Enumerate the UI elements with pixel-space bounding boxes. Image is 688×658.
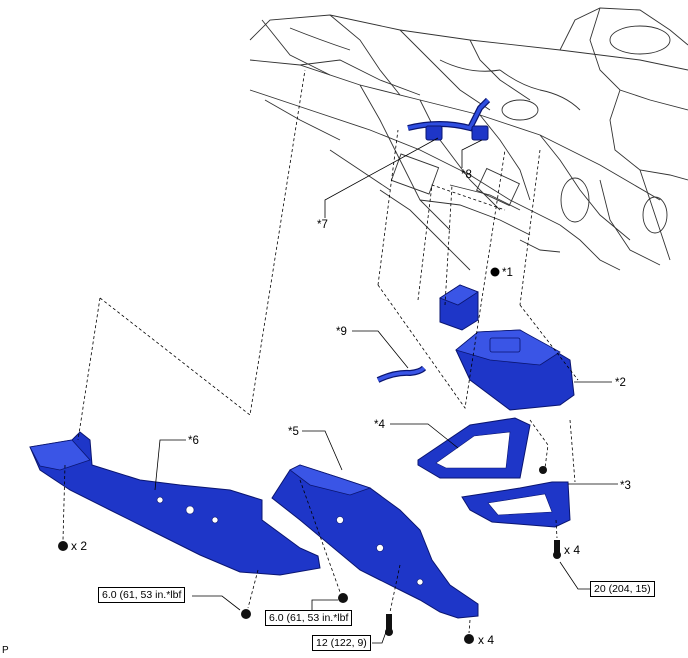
pipe-assembly [407,97,491,141]
callout-9: *9 [336,326,347,338]
quantity-bottom-clips: x 4 [478,633,494,647]
quantity-left-clips: x 2 [71,539,87,553]
torque-spec-box: 6.0 (61, 53 in.*lbf [265,610,353,626]
pipe-fitting-left [425,125,443,141]
bolt-icon [539,466,547,474]
control-module-part [439,284,479,331]
clip-icon [58,541,68,551]
quantity-right-bolts: x 4 [564,543,580,557]
clip-icon [464,634,474,644]
undercover-part-center [271,464,479,619]
callout-5: *5 [288,426,299,438]
undercover-part-left [29,431,321,576]
torque-spec-box: 6.0 (61, 53 in.*lbf [98,587,186,603]
bolt-icon [554,540,560,554]
corner-label: P [2,645,9,656]
hose-part [376,365,427,383]
bolt-icon [386,614,392,632]
pipe-fitting-right [471,125,489,141]
callout-8: *8 [461,169,472,181]
callout-4: *4 [374,419,385,431]
non-reusable-part-icon [490,267,500,277]
leader-lines [154,137,618,644]
callout-7: *7 [317,219,328,231]
callout-6: *6 [188,435,199,447]
nut-icon [241,609,251,619]
assembly-guide-lines [62,69,579,634]
callout-2: *2 [615,377,626,389]
callout-1: *1 [502,267,513,279]
torque-spec-box: 20 (204, 15) [590,581,655,597]
nut-icon [338,593,348,603]
bracket-part [417,417,531,479]
fasteners [58,267,561,644]
callout-3: *3 [620,480,631,492]
bracket-part-lower [461,481,571,528]
vehicle-underbody-drawing [249,7,688,271]
canister-part [455,329,575,411]
torque-spec-box: 12 (122, 9) [312,635,371,651]
